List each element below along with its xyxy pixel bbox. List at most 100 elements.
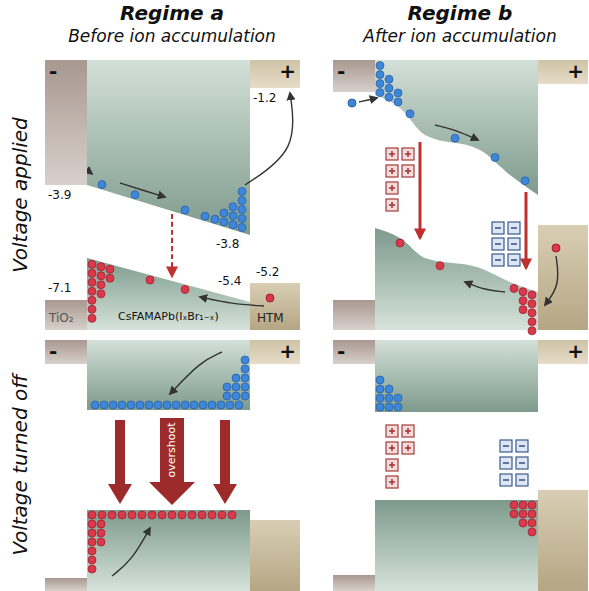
hole (97, 281, 105, 289)
electron (163, 401, 171, 409)
annotation: CsFAMAPb(IₓBr₁₋ₓ) (118, 311, 219, 324)
electron (235, 401, 243, 409)
hole (88, 547, 96, 555)
electron (118, 401, 126, 409)
electron (394, 403, 402, 411)
cation (402, 442, 414, 454)
polarity-sign: - (45, 61, 61, 81)
cation (386, 182, 398, 194)
anion (500, 440, 512, 452)
valence-band (87, 258, 250, 330)
annotation: TiO₂ (49, 312, 74, 326)
hole (552, 244, 560, 252)
hole (528, 510, 536, 518)
hole (97, 529, 105, 537)
polarity-sign: - (333, 341, 349, 361)
recombination-arrow (171, 214, 173, 276)
hole (208, 511, 216, 519)
electron (181, 401, 189, 409)
hole (88, 556, 96, 564)
cation (386, 148, 398, 160)
cation (386, 459, 398, 471)
hole (198, 511, 206, 519)
electron (385, 385, 393, 393)
hole (510, 510, 518, 518)
tio2-strip (45, 578, 87, 591)
annotation: -5.2 (256, 266, 279, 280)
hole (396, 239, 404, 247)
transport-arrow (545, 256, 558, 305)
electron (385, 84, 393, 92)
hole (519, 519, 527, 527)
electron (229, 203, 237, 211)
hole (510, 501, 518, 509)
hole (528, 528, 536, 536)
electron (394, 98, 402, 106)
electron (376, 62, 384, 70)
polarity-sign: + (563, 341, 588, 361)
hole (178, 511, 186, 519)
recombination-arrow (525, 192, 528, 268)
electron (376, 80, 384, 88)
electron (385, 403, 393, 411)
hole (108, 511, 116, 519)
valence-band (375, 500, 538, 591)
transport-arrow (465, 282, 505, 292)
annotation: -1.2 (253, 92, 276, 106)
electron (181, 206, 189, 214)
hole (528, 291, 536, 299)
hole (97, 290, 105, 298)
valence-band (375, 228, 538, 330)
conduction-band (375, 60, 538, 195)
anion (516, 440, 528, 452)
carriers (62, 62, 560, 573)
electrode-contact: - (45, 340, 87, 364)
hole (528, 318, 536, 326)
electrode-contact: + (538, 340, 588, 364)
electron (136, 401, 144, 409)
hole (519, 288, 527, 296)
hole (519, 297, 527, 305)
electron (145, 401, 153, 409)
electron (220, 218, 228, 226)
electron (385, 394, 393, 402)
hole (88, 296, 96, 304)
polarity-sign: + (563, 61, 588, 81)
electron (98, 181, 106, 189)
transport-arrow (359, 98, 377, 102)
electron (91, 401, 99, 409)
hole (128, 511, 136, 519)
hole (97, 272, 105, 280)
anion (516, 457, 528, 469)
hole (106, 274, 114, 282)
htm-block (250, 283, 300, 330)
conduction-band (87, 60, 250, 235)
electron (232, 383, 240, 391)
transport-arrow (170, 352, 222, 394)
anion (492, 238, 504, 250)
transport-arrow (120, 183, 165, 197)
electron (521, 177, 529, 185)
annotation: -3.8 (216, 238, 239, 252)
hole (181, 285, 189, 293)
electron (241, 365, 249, 373)
anion (492, 222, 504, 234)
tio2-strip (333, 575, 375, 591)
anion (508, 222, 520, 234)
electron (109, 401, 117, 409)
annotation: -5.4 (218, 275, 241, 289)
electron (406, 110, 414, 118)
hole (528, 501, 536, 509)
anion (516, 474, 528, 486)
recombination-arrow (419, 142, 422, 238)
electron (238, 224, 246, 232)
emission-arrow (149, 418, 195, 505)
tio2-strip (45, 300, 87, 330)
electron (385, 93, 393, 101)
electron (376, 394, 384, 402)
energy-bands (87, 60, 538, 591)
electron (154, 401, 162, 409)
hole (106, 265, 114, 273)
